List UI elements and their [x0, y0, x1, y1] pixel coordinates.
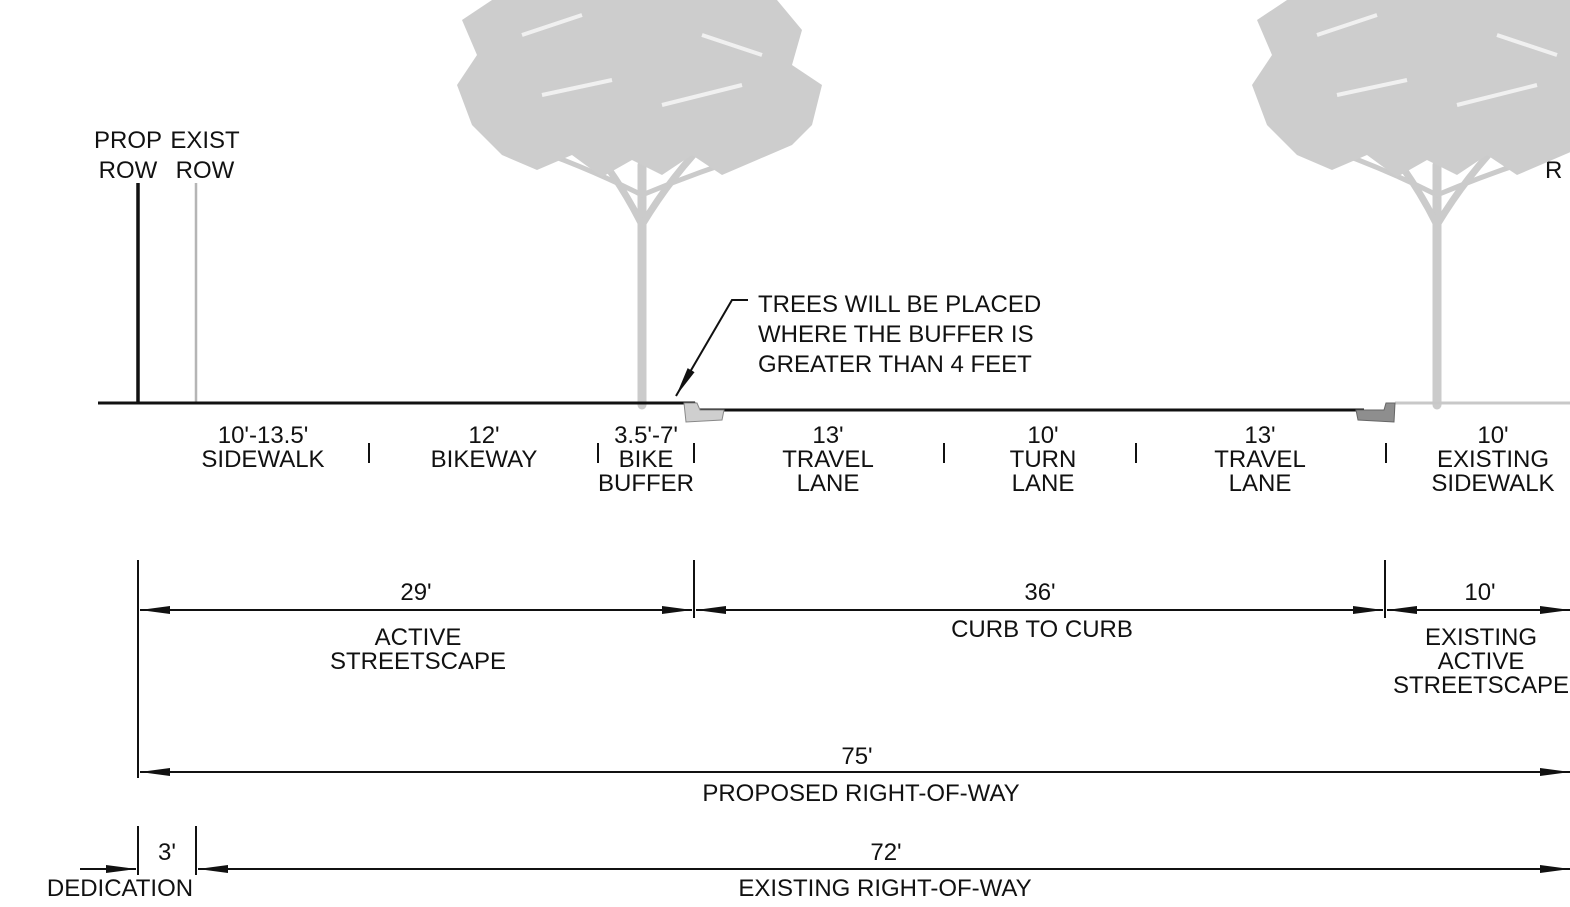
curb-icon: [1355, 402, 1396, 423]
callout-text-line2: WHERE THE BUFFER IS: [758, 321, 1034, 348]
segment-name-existing-sidewalk-b: SIDEWALK: [1431, 470, 1554, 497]
dim-value-existing-row: 72': [870, 839, 901, 866]
segment-dim-turn-lane: 10': [1027, 422, 1058, 449]
ground-profile-line: [98, 401, 1364, 412]
dim-label-active-streetscape-1: ACTIVE: [375, 624, 462, 651]
exist-row-label-line1: EXIST: [170, 127, 240, 154]
dim-label-proposed-row: PROPOSED RIGHT-OF-WAY: [702, 780, 1019, 807]
segment-name-bike-buffer-1: BIKE: [619, 446, 674, 473]
segment-name-turn-lane-a: TURN: [1010, 446, 1077, 473]
dim-label-curb-to-curb: CURB TO CURB: [951, 616, 1133, 643]
segment-name-travel-lane-2b: LANE: [1229, 470, 1292, 497]
segment-dim-travel-lane-1: 13': [812, 422, 843, 449]
segment-name-bike-buffer-2: BUFFER: [598, 470, 694, 497]
dim-value-active-streetscape: 29': [400, 579, 431, 606]
dim-label-dedication: DEDICATION: [47, 875, 193, 902]
dim-value-dedication: 3': [158, 839, 176, 866]
prop-row-label-line1: PROP: [94, 127, 162, 154]
segment-name-existing-sidewalk-a: EXISTING: [1437, 446, 1549, 473]
dim-value-curb-to-curb: 36': [1024, 579, 1055, 606]
dim-label-active-streetscape-2: STREETSCAPE: [330, 648, 506, 675]
segment-name-travel-lane-1b: LANE: [797, 470, 860, 497]
dim-label-existing-active-1: EXISTING: [1425, 624, 1537, 651]
segment-separators: [368, 443, 1387, 463]
prop-row-label-line2: ROW: [99, 157, 158, 184]
callout-text-line3: GREATER THAN 4 FEET: [758, 351, 1032, 378]
segment-dim-bikeway: 12': [468, 422, 499, 449]
dim-label-existing-active-3: STREETSCAPE: [1393, 672, 1569, 699]
curb-icon: [683, 402, 725, 423]
dimension-extension-lines: [137, 560, 1386, 875]
callout-text-line1: TREES WILL BE PLACED: [758, 291, 1041, 318]
segment-dim-bike-buffer: 3.5'-7': [614, 422, 678, 449]
right-row-label-line2: R: [1545, 157, 1562, 184]
segment-name-travel-lane-2a: TRAVEL: [1214, 446, 1306, 473]
callout-leader-line: [675, 299, 748, 397]
dim-label-existing-row: EXISTING RIGHT-OF-WAY: [738, 875, 1031, 902]
dim-value-existing-active: 10': [1464, 579, 1495, 606]
tree-icon: [1252, 0, 1570, 405]
dim-label-existing-active-2: ACTIVE: [1438, 648, 1525, 675]
segment-name-sidewalk: SIDEWALK: [201, 446, 324, 473]
segment-name-bikeway: BIKEWAY: [431, 446, 538, 473]
segment-dim-sidewalk: 10'-13.5': [218, 422, 309, 449]
segment-dim-existing-sidewalk: 10': [1477, 422, 1508, 449]
exist-row-label-line2: ROW: [176, 157, 235, 184]
segment-dim-travel-lane-2: 13': [1244, 422, 1275, 449]
dim-value-proposed-row: 75': [841, 743, 872, 770]
segment-name-turn-lane-b: LANE: [1012, 470, 1075, 497]
segment-name-travel-lane-1a: TRAVEL: [782, 446, 874, 473]
